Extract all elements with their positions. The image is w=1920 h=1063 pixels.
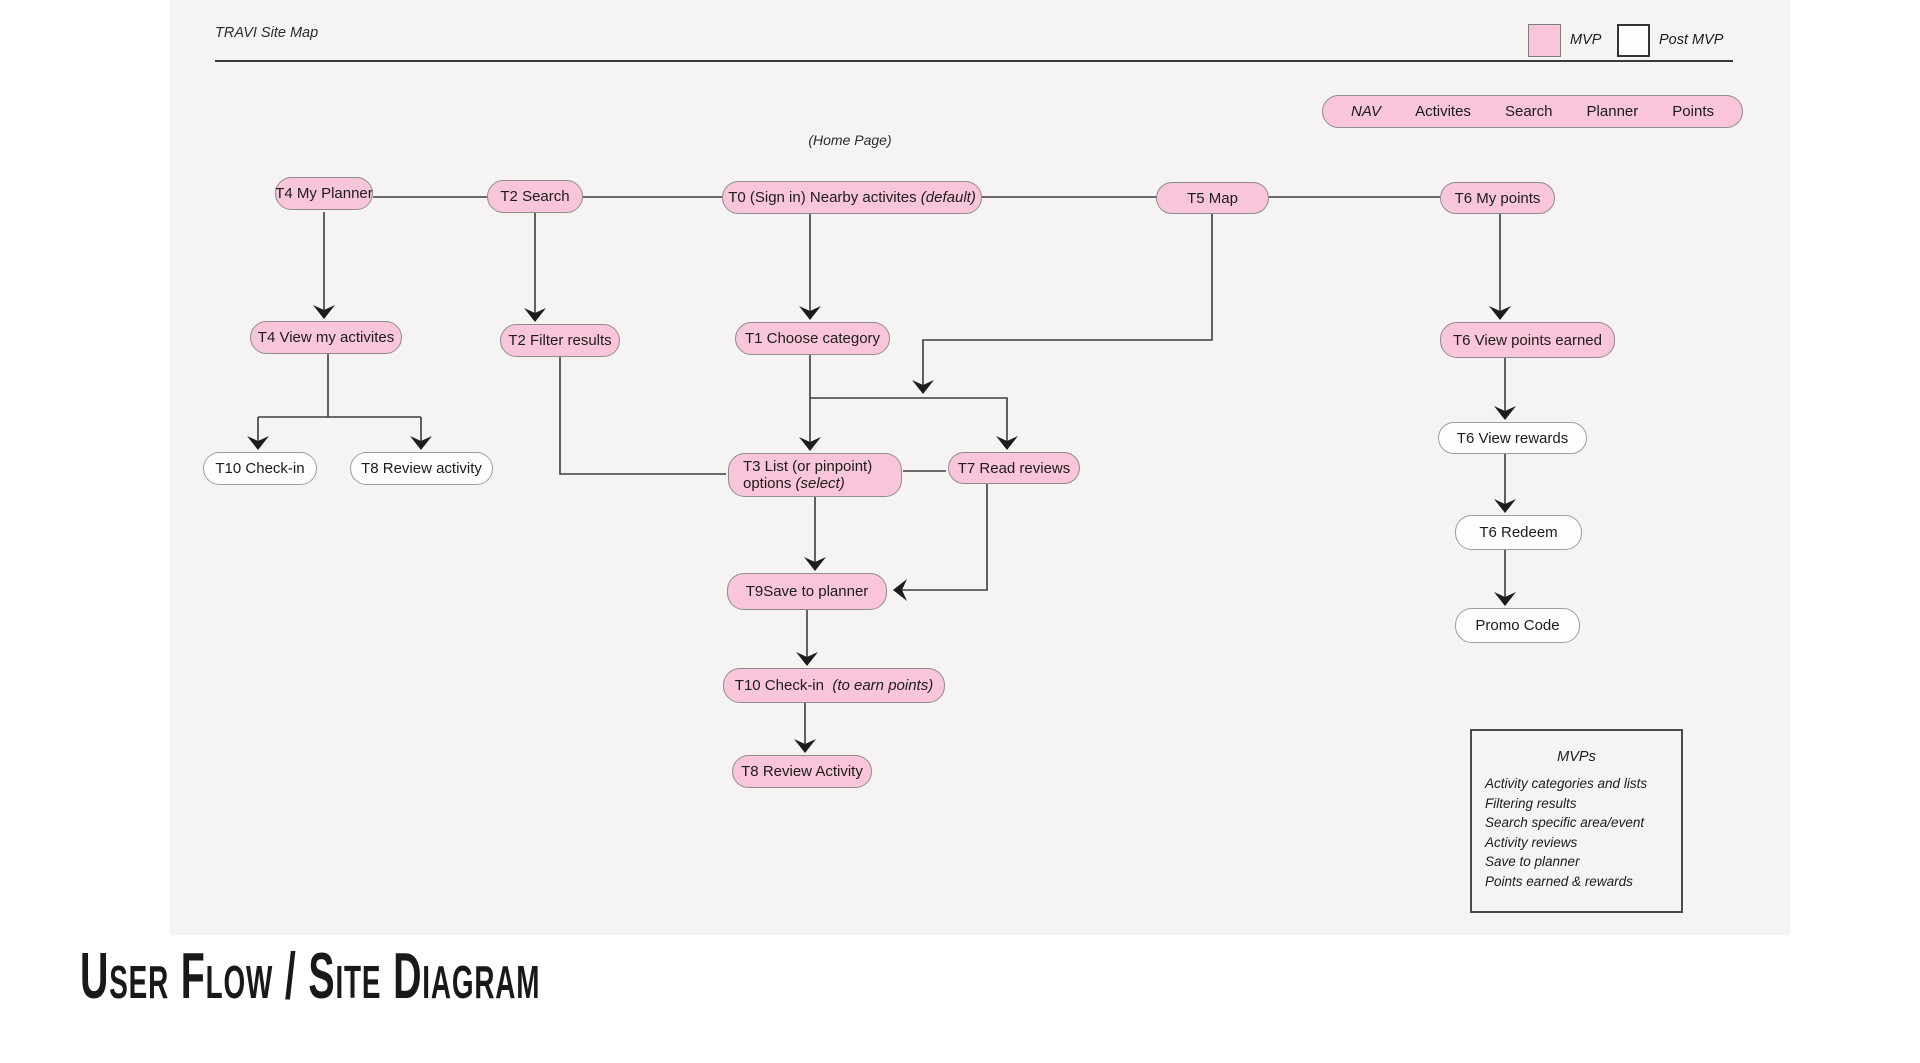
node-t6-redeem: T6 Redeem bbox=[1455, 515, 1582, 550]
legend-mvp-swatch bbox=[1528, 24, 1561, 57]
page-title: User Flow / Site Diagram bbox=[80, 941, 541, 1013]
node-t10-check-in-earn-points: T10 Check-in (to earn points) bbox=[723, 668, 945, 703]
node-t8-review-activity-mvp: T8 Review Activity bbox=[732, 755, 872, 788]
node-t4-my-planner: T4 My Planner bbox=[275, 177, 373, 210]
node-t8-review-activity-post: T8 Review activity bbox=[350, 452, 493, 485]
legend-mvp-label: MVP bbox=[1570, 32, 1602, 48]
mvps-list-item: Search specific area/event bbox=[1485, 815, 1645, 830]
document-title: TRAVI Site Map bbox=[215, 25, 319, 41]
mvps-list-item: Save to planner bbox=[1485, 854, 1580, 869]
node-t2-filter-results: T2 Filter results bbox=[500, 324, 620, 357]
node-t6-view-points-earned: T6 View points earned bbox=[1440, 322, 1615, 358]
mvps-list-item: Activity categories and lists bbox=[1485, 776, 1648, 791]
mvps-list-item: Activity reviews bbox=[1485, 834, 1578, 850]
node-t9-save-to-planner: T9Save to planner bbox=[727, 573, 887, 610]
mvps-list-item: Filtering results bbox=[1485, 795, 1577, 811]
nav-item-search: Search bbox=[1504, 103, 1553, 120]
legend-post-mvp-label: Post MVP bbox=[1659, 32, 1724, 48]
node-t6-my-points: T6 My points bbox=[1440, 182, 1555, 214]
nav-title: NAV bbox=[1351, 103, 1382, 120]
node-t5-map: T5 Map bbox=[1156, 182, 1269, 214]
nav-item-planner: Planner bbox=[1586, 103, 1639, 120]
home-page-label: (Home Page) bbox=[808, 132, 892, 148]
node-t7-read-reviews: T7 Read reviews bbox=[948, 452, 1080, 484]
node-t3-list-options: T3 List (or pinpoint) options (select) bbox=[728, 453, 902, 497]
mvps-summary-box: MVPs Activity categories and lists Filte… bbox=[1470, 729, 1683, 913]
node-t1-choose-category: T1 Choose category bbox=[735, 322, 890, 355]
node-promo-code: Promo Code bbox=[1455, 608, 1580, 643]
legend-post-mvp-swatch bbox=[1617, 24, 1650, 57]
nav-item-points: Points bbox=[1672, 103, 1714, 120]
node-t10-check-in: T10 Check-in bbox=[203, 452, 317, 485]
node-t2-search: T2 Search bbox=[487, 180, 583, 213]
mvps-list-item: Points earned & rewards bbox=[1485, 873, 1633, 889]
header-divider bbox=[215, 60, 1733, 62]
mvps-box-title: MVPs bbox=[1557, 749, 1596, 765]
node-t6-view-rewards: T6 View rewards bbox=[1438, 422, 1587, 454]
nav-item-activites: Activites bbox=[1415, 103, 1471, 120]
node-t4-view-my-activites: T4 View my activites bbox=[250, 321, 402, 354]
mvps-list: Activity categories and lists Filtering … bbox=[1472, 774, 1681, 891]
nav-bar: NAV Activites Search Planner Points bbox=[1322, 95, 1743, 128]
node-t0-home: T0 (Sign in) Nearby activites (default) bbox=[722, 181, 982, 214]
